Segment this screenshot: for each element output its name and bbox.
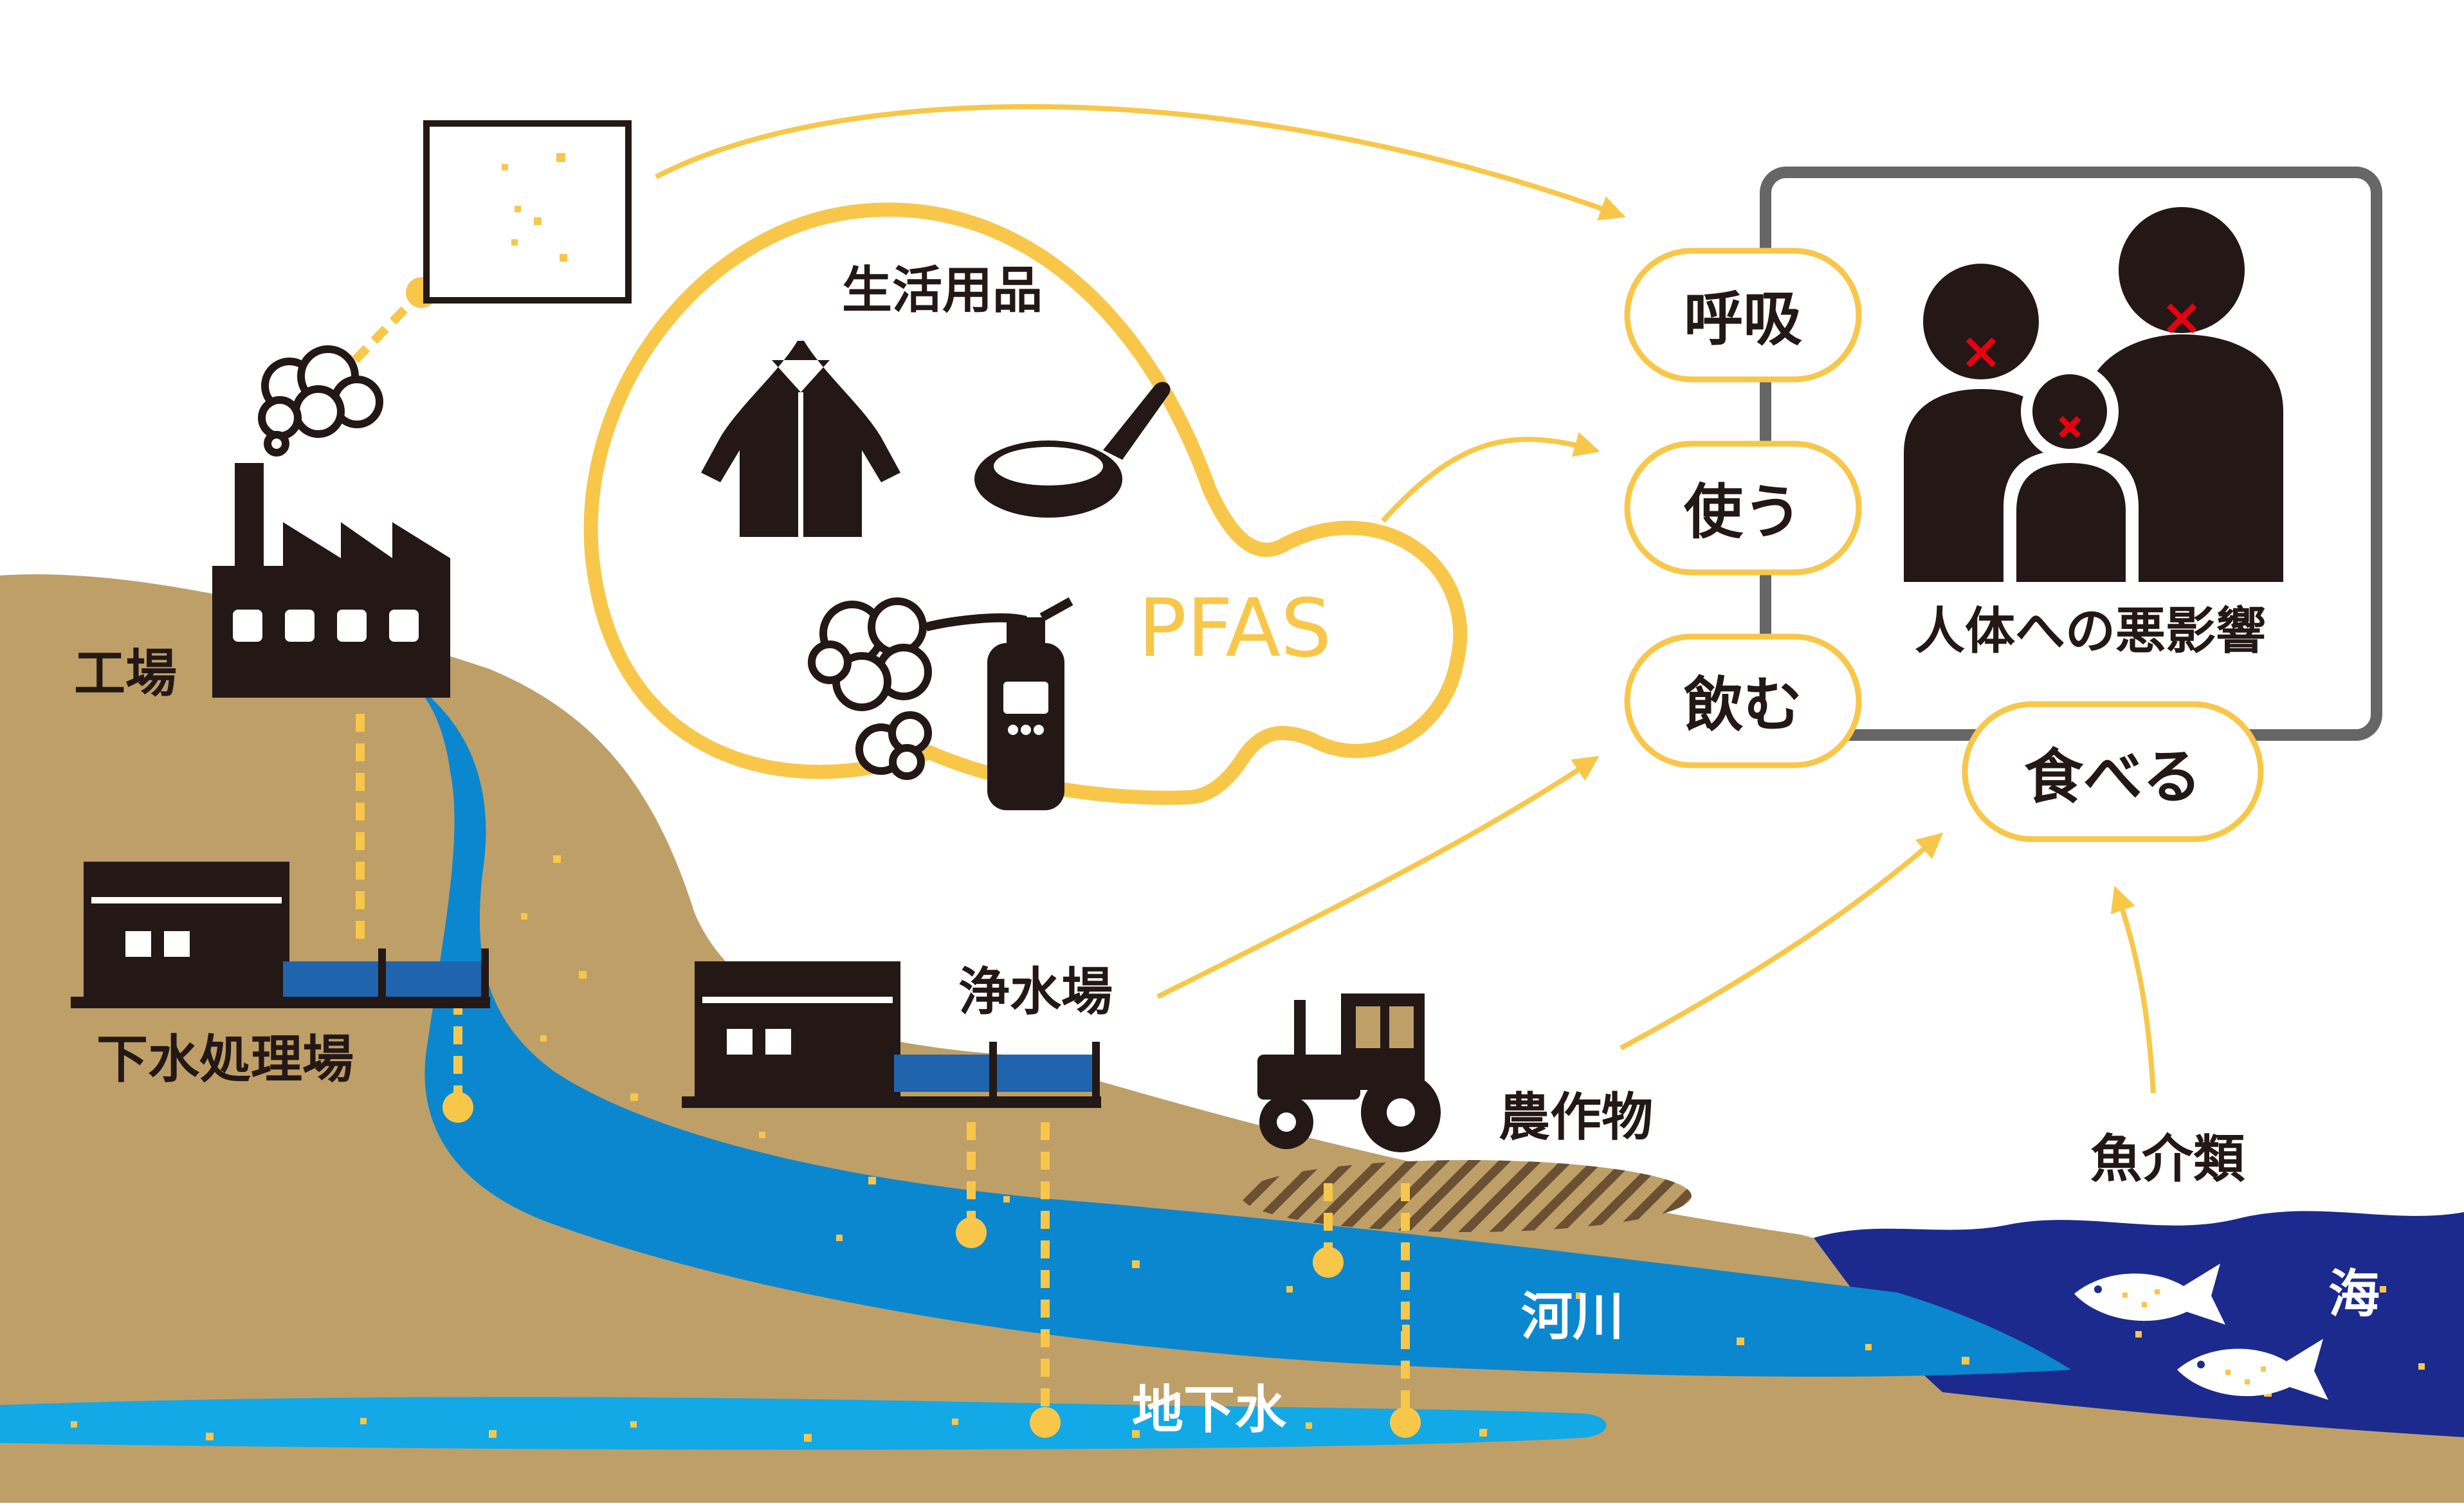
route-pill-eat (1962, 701, 2264, 842)
sewage-plant-label: 下水処理場 (96, 1030, 354, 1089)
exposure-arrows (655, 104, 2156, 1094)
people-icon (1904, 207, 2283, 582)
air-particles (502, 153, 567, 262)
sewage-plant-icon (71, 862, 490, 1008)
air-zoom-box (423, 120, 632, 304)
fish-icon (2074, 1264, 2328, 1400)
river-label: 河川 (1521, 1287, 1624, 1347)
harm-marks (1966, 303, 2197, 439)
air-emission-line (351, 299, 415, 363)
route-drink-label: 飲む (1684, 671, 1802, 739)
pfas-label: PFAS (1138, 582, 1332, 675)
groundwater-label: 地下水 (1132, 1380, 1287, 1440)
farmland (1241, 1160, 1692, 1232)
route-pill-use (1624, 440, 1862, 576)
factory-label: 工場 (74, 644, 177, 703)
water-plant-icon (682, 961, 1101, 1108)
water-plant-label: 浄水場 (958, 962, 1113, 1022)
seepage-points (443, 1092, 1421, 1438)
foam-icon (808, 597, 932, 780)
route-use-label: 使う (1684, 478, 1802, 547)
fire-extinguisher-icon (925, 597, 1073, 810)
route-pill-breathe (1624, 248, 1862, 383)
seafood-label: 魚介類 (2090, 1129, 2245, 1189)
tractor-icon (1257, 993, 1441, 1152)
contamination-dots (71, 855, 2425, 1442)
health-effect-label: 人体への悪影響 (1915, 603, 2266, 660)
sea-label: 海 (2328, 1264, 2380, 1324)
route-breathe-label: 呼吸 (1684, 285, 1802, 354)
factory-icon (212, 463, 450, 698)
groundwater (0, 1397, 1607, 1450)
smoke-icon (258, 345, 383, 457)
daily-goods-label: 生活用品 (842, 262, 1043, 320)
route-pill-drink (1624, 633, 1862, 768)
fish-contamination-dots (2122, 1289, 2266, 1384)
route-eat-label: 食べる (2024, 743, 2202, 812)
river (412, 682, 2071, 1377)
frying-pan-icon (974, 381, 1171, 518)
crops-label: 農作物 (1499, 1087, 1653, 1147)
